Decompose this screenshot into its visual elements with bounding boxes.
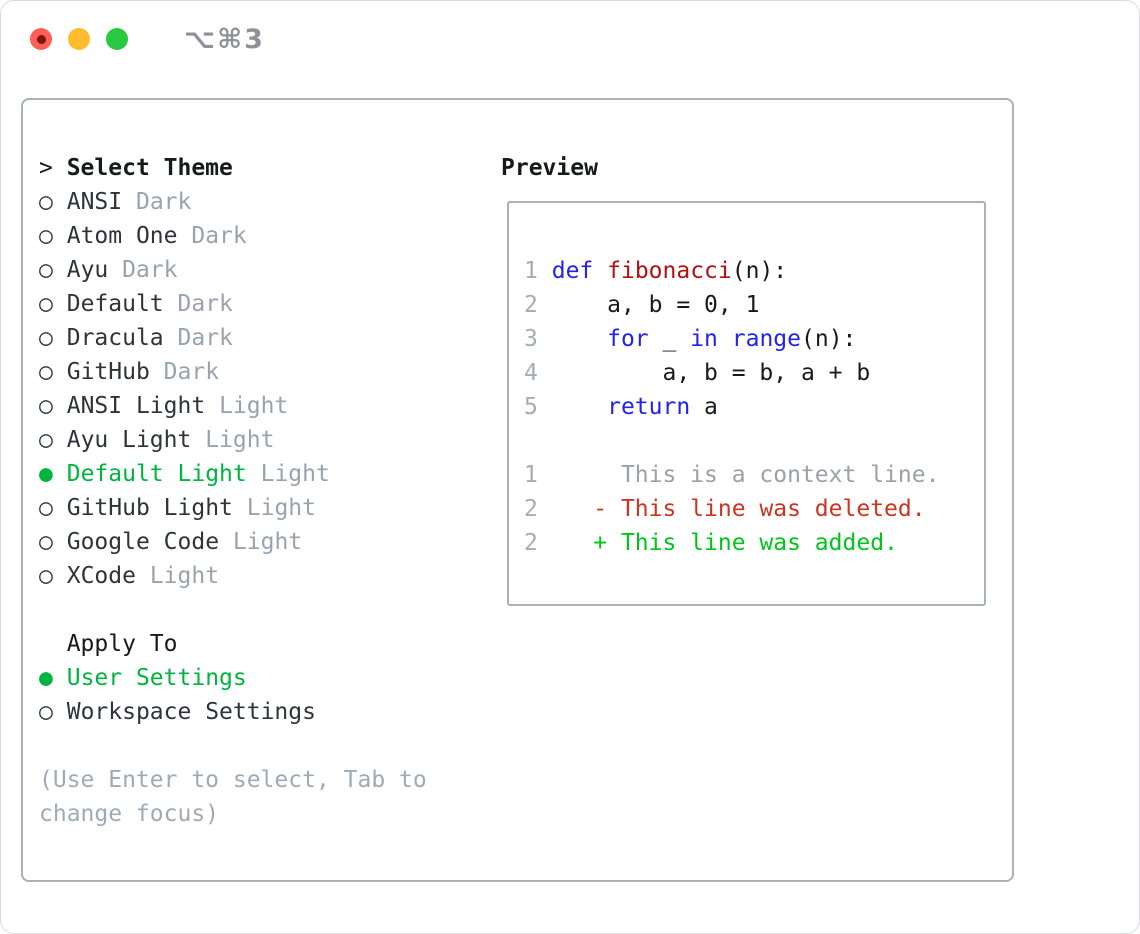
theme-option-dracula[interactable]: ○ Dracula Dark [39,321,454,355]
code-line: 2 + This line was added. [524,530,898,556]
line-number: 5 [524,394,538,420]
theme-name: Google Code [66,529,220,555]
preview-title: Preview [501,155,598,181]
line-number: 2 [524,496,538,522]
theme-picker-panel: > Select Theme ○ ANSI Dark○ Atom One Dar… [21,98,1014,882]
apply-to-title: Apply To [66,631,178,657]
code-line: 1 def fibonacci(n): [524,258,788,284]
theme-variant: Dark [163,359,220,385]
code-line: 4 a, b = b, a + b [524,360,871,386]
radio-icon: ○ [39,393,53,419]
line-number: 1 [524,462,538,488]
apply-option-label: Workspace Settings [66,699,316,725]
theme-variant: Light [149,563,220,589]
theme-name: Ayu [66,257,109,283]
line-number: 4 [524,360,538,386]
theme-variant: Dark [122,257,178,283]
theme-option-xcode[interactable]: ○ XCode Light [39,559,454,593]
theme-variant: Light [205,427,275,453]
code-line: 2 a, b = 0, 1 [524,292,760,318]
theme-picker: > Select Theme ○ ANSI Dark○ Atom One Dar… [39,151,454,831]
radio-icon: ○ [39,529,53,555]
theme-name: ANSI Light [66,393,206,419]
radio-selected-icon: ● [39,665,53,691]
apply-option-workspace-settings[interactable]: ○ Workspace Settings [39,695,454,729]
line-number: 1 [524,258,538,284]
titlebar: ⌥⌘3 [1,1,1139,77]
radio-icon: ○ [39,495,53,521]
theme-name: XCode [66,563,136,589]
preview-pane: 1 def fibonacci(n): 2 a, b = 0, 1 3 for _ … [507,201,986,606]
apply-option-label: User Settings [66,665,247,691]
theme-option-ansi[interactable]: ○ ANSI Dark [39,185,454,219]
theme-option-ayu-light[interactable]: ○ Ayu Light Light [39,423,454,457]
radio-icon: ○ [39,427,53,453]
theme-option-atom-one[interactable]: ○ Atom One Dark [39,219,454,253]
theme-variant: Light [260,461,330,487]
picker-title: Select Theme [66,155,233,181]
theme-name: Atom One [66,223,178,249]
theme-option-ayu[interactable]: ○ Ayu Dark [39,253,454,287]
apply-option-user-settings[interactable]: ● User Settings [39,661,454,695]
radio-icon: ○ [39,325,53,351]
code-line: 1 This is a context line. [524,462,940,488]
theme-variant: Dark [177,325,233,351]
line-number: 3 [524,326,538,352]
theme-name: GitHub [66,359,150,385]
radio-selected-icon: ● [39,461,53,487]
radio-icon: ○ [39,563,53,589]
theme-variant: Light [219,393,289,419]
code-line: 2 - This line was deleted. [524,496,926,522]
theme-variant: Light [246,495,316,521]
picker-header: > Select Theme [39,151,454,185]
radio-icon: ○ [39,291,53,317]
theme-variant: Dark [191,223,247,249]
theme-option-google-code[interactable]: ○ Google Code Light [39,525,454,559]
theme-option-github[interactable]: ○ GitHub Dark [39,355,454,389]
hint-text: (Use Enter to select, Tab to change focu… [39,767,427,827]
theme-variant: Dark [177,291,233,317]
line-number: 2 [524,292,538,318]
radio-icon: ○ [39,257,53,283]
window-shortcut-label: ⌥⌘3 [184,23,265,55]
theme-option-default[interactable]: ○ Default Dark [39,287,454,321]
theme-variant: Light [232,529,303,555]
theme-name: Ayu Light [66,427,192,453]
theme-name: Default Light [66,461,247,487]
theme-name: Dracula [66,325,164,351]
radio-icon: ○ [39,359,53,385]
theme-options-list: ○ ANSI Dark○ Atom One Dark○ Ayu Dark○ De… [39,185,454,593]
radio-icon: ○ [39,223,53,249]
theme-name: GitHub Light [66,495,233,521]
apply-to-options-list: ● User Settings○ Workspace Settings [39,661,454,729]
code-line: 5 return a [524,394,718,420]
line-number: 2 [524,530,538,556]
radio-icon: ○ [39,189,53,215]
theme-option-ansi-light[interactable]: ○ ANSI Light Light [39,389,454,423]
preview-code: 1 def fibonacci(n): 2 a, b = 0, 1 3 for _ … [524,254,984,560]
theme-name: ANSI [66,189,123,215]
zoom-button[interactable] [106,28,128,50]
close-button[interactable] [30,28,52,50]
theme-option-github-light[interactable]: ○ GitHub Light Light [39,491,454,525]
theme-option-default-light[interactable]: ● Default Light Light [39,457,454,491]
code-line: 3 for _ in range(n): [524,326,857,352]
radio-icon: ○ [39,699,53,725]
prompt-caret: > [39,155,67,181]
unsaved-changes-dot-icon [36,34,46,44]
spacer [39,593,454,627]
theme-variant: Dark [135,189,192,215]
theme-name: Default [66,291,164,317]
code-line [524,424,984,458]
minimize-button[interactable] [68,28,90,50]
